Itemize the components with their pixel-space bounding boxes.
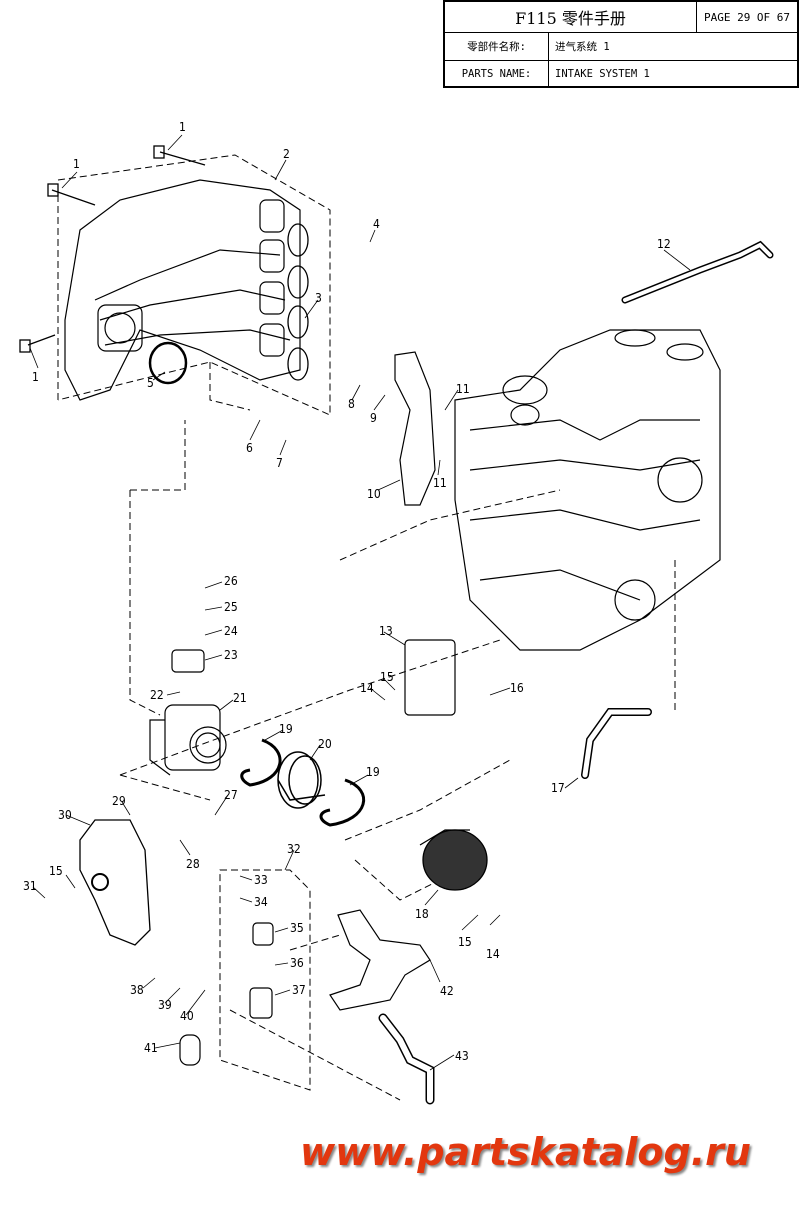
coupling-20 bbox=[277, 751, 326, 809]
throttle-body-21 bbox=[149, 649, 227, 776]
silencer-18 bbox=[419, 829, 488, 891]
callout-13: 13 bbox=[379, 624, 393, 638]
clamp-19b bbox=[319, 778, 366, 827]
callout-19b: 19 bbox=[366, 765, 380, 779]
en-name-row: PARTS NAME: INTAKE SYSTEM 1 bbox=[445, 60, 797, 88]
callout-3: 3 bbox=[315, 291, 322, 305]
o-ring-5 bbox=[148, 341, 188, 385]
callout-33: 33 bbox=[254, 873, 268, 887]
callout-1c: 1 bbox=[32, 370, 39, 384]
callout-30: 30 bbox=[58, 808, 72, 822]
callout-4: 4 bbox=[373, 217, 380, 231]
callout-2: 2 bbox=[283, 147, 290, 161]
callout-5: 5 bbox=[147, 376, 154, 390]
callout-15b: 15 bbox=[458, 935, 472, 949]
callout-41: 41 bbox=[144, 1041, 158, 1055]
callout-37: 37 bbox=[292, 983, 306, 997]
callout-14a: 14 bbox=[360, 681, 374, 695]
title-row: F115 零件手册 PAGE 29 OF 67 bbox=[445, 2, 797, 33]
callout-42: 42 bbox=[440, 984, 454, 998]
cn-name-value: 进气系统 1 bbox=[548, 32, 797, 60]
en-name-value: INTAKE SYSTEM 1 bbox=[548, 60, 797, 88]
callout-11a: 11 bbox=[456, 382, 470, 396]
callout-1a: 1 bbox=[179, 120, 186, 134]
callout-23: 23 bbox=[224, 648, 238, 662]
hose-17 bbox=[581, 708, 652, 779]
en-name-label: PARTS NAME: bbox=[461, 68, 532, 80]
callout-32: 32 bbox=[287, 842, 301, 856]
fitting-37 bbox=[249, 987, 273, 1019]
callout-11b: 11 bbox=[433, 476, 447, 490]
clamp-19a bbox=[240, 738, 282, 787]
model-title: F115 零件手册 bbox=[515, 9, 626, 28]
title-block: F115 零件手册 PAGE 29 OF 67 零部件名称: 进气系统 1 PA… bbox=[443, 0, 799, 88]
callout-18: 18 bbox=[415, 907, 429, 921]
cover-30 bbox=[79, 819, 151, 946]
hose-41 bbox=[179, 1034, 201, 1066]
watermark-url: www.partskatalog.ru bbox=[300, 1130, 751, 1174]
callout-6: 6 bbox=[246, 441, 253, 455]
callout-19a: 19 bbox=[279, 722, 293, 736]
callout-15a: 15 bbox=[380, 670, 394, 684]
callout-21: 21 bbox=[233, 691, 247, 705]
intake-manifold-outline bbox=[57, 154, 676, 1101]
callout-34: 34 bbox=[254, 895, 268, 909]
bracket-42 bbox=[329, 909, 431, 1011]
callout-16: 16 bbox=[510, 681, 524, 695]
callout-15c: 15 bbox=[49, 864, 63, 878]
page-indicator: PAGE 29 OF 67 bbox=[696, 2, 797, 32]
manifold-gaskets bbox=[287, 223, 309, 381]
callout-39: 39 bbox=[158, 998, 172, 1012]
bracket-10 bbox=[394, 351, 436, 506]
engine-block bbox=[454, 329, 721, 651]
callout-40: 40 bbox=[180, 1009, 194, 1023]
callout-17: 17 bbox=[551, 781, 565, 795]
callout-24: 24 bbox=[224, 624, 238, 638]
callout-35: 35 bbox=[290, 921, 304, 935]
callout-36: 36 bbox=[290, 956, 304, 970]
leader-lines bbox=[29, 134, 691, 1071]
callout-26: 26 bbox=[224, 574, 238, 588]
callout-1b: 1 bbox=[73, 157, 80, 171]
callout-20: 20 bbox=[318, 737, 332, 751]
cn-name-label: 零部件名称: bbox=[467, 40, 526, 53]
cn-name-row: 零部件名称: 进气系统 1 bbox=[445, 32, 797, 61]
bracket-13 bbox=[404, 639, 456, 716]
callout-27: 27 bbox=[224, 788, 238, 802]
callout-12: 12 bbox=[657, 237, 671, 251]
callout-7: 7 bbox=[276, 456, 283, 470]
intake-manifold bbox=[64, 179, 301, 401]
callout-numbers: 1 1 1 1 2 3 4 5 6 7 8 9 10 11 11 12 13 1… bbox=[23, 120, 671, 1063]
callout-25: 25 bbox=[224, 600, 238, 614]
callout-14b: 14 bbox=[486, 947, 500, 961]
callout-29: 29 bbox=[112, 794, 126, 808]
callout-38: 38 bbox=[130, 983, 144, 997]
callout-43: 43 bbox=[455, 1049, 469, 1063]
callout-10: 10 bbox=[367, 487, 381, 501]
callout-22: 22 bbox=[150, 688, 164, 702]
callout-31: 31 bbox=[23, 879, 37, 893]
sensor-35 bbox=[252, 922, 274, 946]
callout-8: 8 bbox=[348, 397, 355, 411]
bolts-1 bbox=[19, 145, 206, 353]
callout-9: 9 bbox=[370, 411, 377, 425]
callout-28: 28 bbox=[186, 857, 200, 871]
